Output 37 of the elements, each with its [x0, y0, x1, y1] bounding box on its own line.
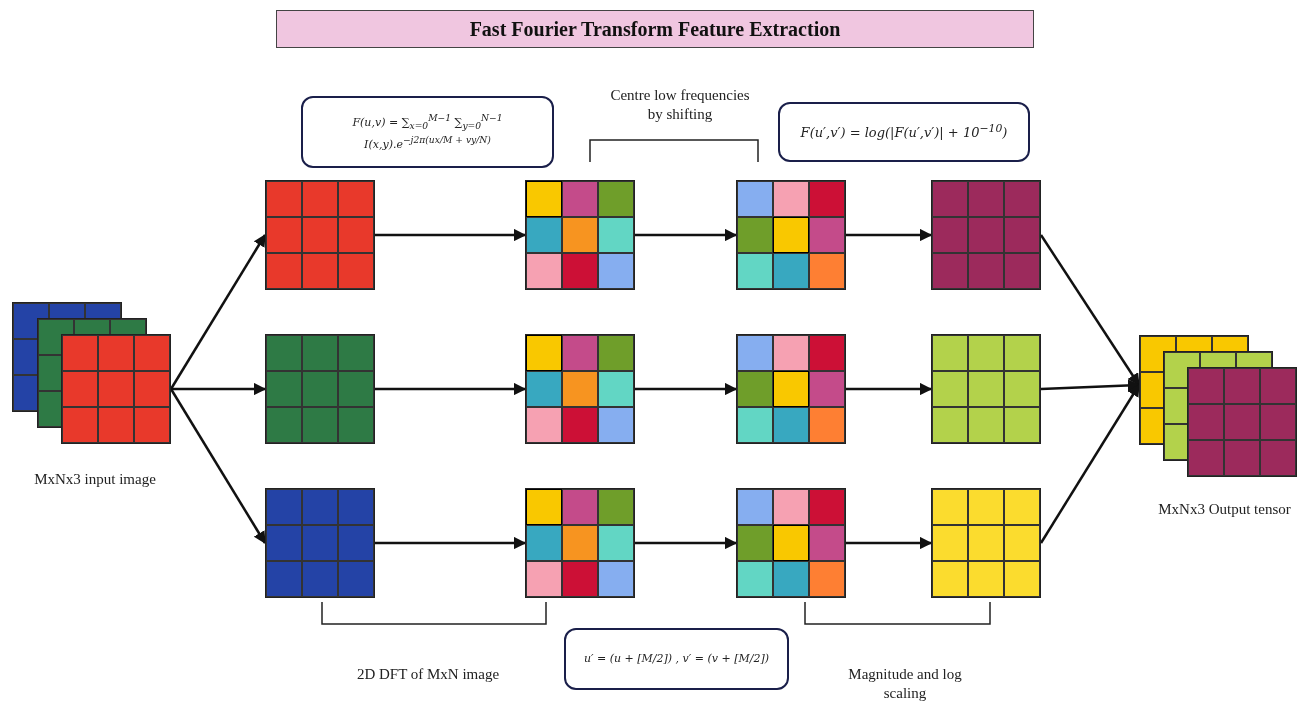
matrix-drawing	[736, 180, 846, 290]
matrix-drawing	[265, 334, 375, 444]
image-stack-drawing	[12, 302, 171, 444]
matrix-drawing	[265, 488, 375, 598]
arrow	[375, 382, 527, 396]
node-label: MxNx3 input image	[33, 470, 157, 489]
arrow	[1040, 379, 1141, 392]
title-banner: Fast Fourier Transform Feature Extraction	[276, 10, 1034, 48]
arrow	[169, 388, 267, 545]
arrow	[375, 536, 527, 550]
tensor-stack-drawing	[1139, 335, 1297, 477]
matrix-drawing	[736, 488, 846, 598]
arrow	[375, 228, 527, 242]
arrow	[635, 228, 738, 242]
step-label: Magnitude and log scaling	[847, 665, 963, 703]
arrow	[1039, 383, 1141, 544]
step-label: 2D DFT of MxN image	[355, 665, 501, 684]
arrow	[1039, 234, 1141, 387]
arrow	[635, 382, 738, 396]
matrix-drawing	[525, 488, 635, 598]
matrix-drawing	[265, 180, 375, 290]
arrow	[846, 228, 933, 242]
arrow	[169, 233, 267, 390]
matrix-drawing	[931, 180, 1041, 290]
arrow	[846, 536, 933, 550]
step-label: Centre low frequencies by shifting	[609, 86, 751, 124]
arrow	[171, 382, 267, 396]
formula-box: u′ = (u + [M/2]) , v′ = (v + [M/2])	[564, 628, 789, 690]
matrix-drawing	[525, 334, 635, 444]
formula-box: F(u′,v′) = log(|F(u′,v′)| + 10$^{−10}$)	[778, 102, 1030, 162]
matrix-drawing	[736, 334, 846, 444]
matrix-drawing	[931, 334, 1041, 444]
node-label: MxNx3 Output tensor	[1157, 500, 1292, 519]
arrow	[846, 382, 933, 396]
matrix-drawing	[931, 488, 1041, 598]
matrix-drawing	[525, 180, 635, 290]
arrow	[635, 536, 738, 550]
